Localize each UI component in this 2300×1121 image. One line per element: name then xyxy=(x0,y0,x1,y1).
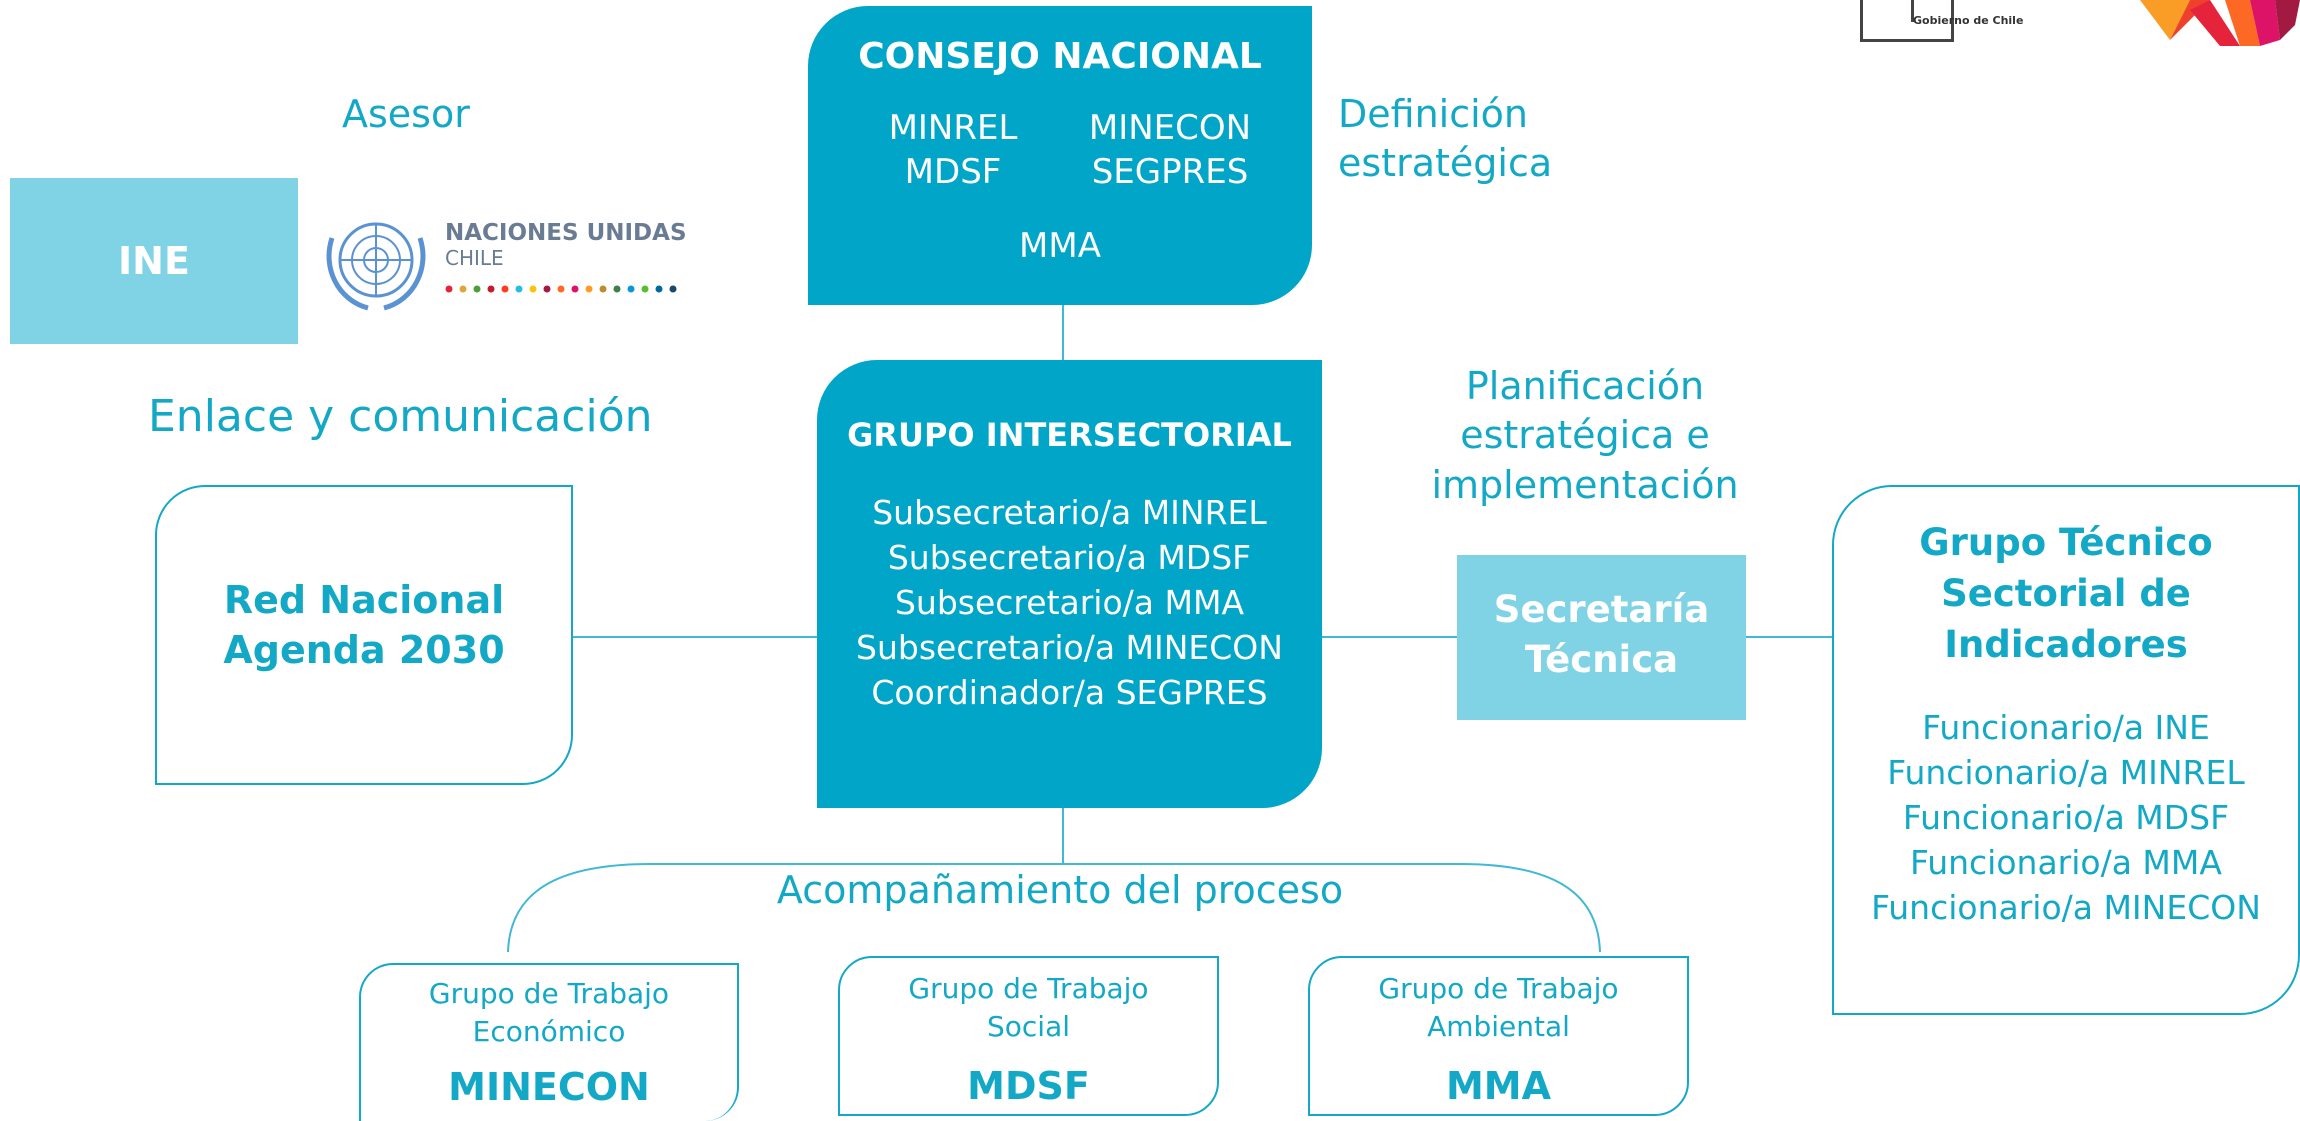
working-group-economico: Grupo de Trabajo Económico MINECON xyxy=(359,963,739,1121)
grupo-member: Subsecretario/a MDSF xyxy=(887,538,1252,577)
planificacion-label: Planificación estratégica e implementaci… xyxy=(1400,362,1770,510)
grupo-intersectorial-box: GRUPO INTERSECTORIAL Subsecretario/a MIN… xyxy=(817,360,1322,808)
connector-grupo-secretaria xyxy=(1322,636,1457,638)
planificacion-line: estratégica e xyxy=(1460,413,1710,458)
consejo-nacional-box: CONSEJO NACIONAL MINREL MINECON MDSF SEG… xyxy=(808,6,1312,305)
consejo-title: CONSEJO NACIONAL xyxy=(858,36,1262,77)
grupo-member: Coordinador/a SEGPRES xyxy=(871,673,1268,712)
grupo-tecnico-title: Grupo Técnico Sectorial de Indicadores xyxy=(1834,517,2298,670)
un-name: NACIONES UNIDAS xyxy=(445,220,687,246)
ine-label: INE xyxy=(118,239,190,283)
working-group-ambiental: Grupo de Trabajo Ambiental MMA xyxy=(1308,956,1689,1116)
gov-logo-text: Gobierno de Chile xyxy=(1913,14,2024,27)
grupo-tecnico-member: Funcionario/a MINREL xyxy=(1887,753,2245,792)
planificacion-line: implementación xyxy=(1431,462,1739,507)
connector-consejo-grupo xyxy=(1062,305,1064,360)
connector-grupo-acompanamiento xyxy=(1062,808,1064,864)
red-nacional-line: Red Nacional xyxy=(223,578,505,622)
grupo-intersectorial-members: Subsecretario/a MINREL Subsecretario/a M… xyxy=(817,490,1322,715)
working-group-label-line: Grupo de Trabajo xyxy=(1378,972,1619,1005)
consejo-member: MDSF xyxy=(904,152,1002,192)
acompanamiento-arc xyxy=(507,863,1601,953)
working-group-label-line: Ambiental xyxy=(1427,1010,1570,1043)
grupo-tecnico-members: Funcionario/a INE Funcionario/a MINREL F… xyxy=(1834,705,2298,930)
working-group-label-line: Económico xyxy=(472,1015,626,1048)
grupo-tecnico-member: Funcionario/a MMA xyxy=(1910,843,2222,882)
un-country: CHILE xyxy=(445,246,504,270)
consejo-member: SEGPRES xyxy=(1091,152,1249,192)
grupo-member: Subsecretario/a MMA xyxy=(894,583,1245,622)
working-group-label: Grupo de Trabajo Social xyxy=(840,970,1217,1046)
connector-secretaria-tecnico xyxy=(1746,636,1832,638)
definicion-line: Definición xyxy=(1338,92,1528,136)
secretaria-line: Secretaría xyxy=(1493,588,1710,631)
grupo-member: Subsecretario/a MINECON xyxy=(856,628,1283,667)
working-group-ministry: MDSF xyxy=(967,1064,1090,1108)
working-group-label: Grupo de Trabajo Ambiental xyxy=(1310,970,1687,1046)
grupo-tecnico-member: Funcionario/a MINECON xyxy=(1871,888,2261,927)
grupo-tecnico-line: Indicadores xyxy=(1944,623,2188,666)
un-dots-icon xyxy=(445,285,677,293)
asesor-label: Asesor xyxy=(342,92,470,136)
definicion-label: Definición estratégica xyxy=(1338,90,1552,189)
un-logo: NACIONES UNIDAS CHILE xyxy=(318,208,688,312)
secretaria-title: Secretaría Técnica xyxy=(1457,585,1746,685)
enlace-label: Enlace y comunicación xyxy=(148,391,653,442)
sdg-wheel-icon xyxy=(2140,0,2300,46)
secretaria-line: Técnica xyxy=(1524,638,1679,681)
working-group-ministry: MINECON xyxy=(448,1065,650,1109)
working-group-label-line: Grupo de Trabajo xyxy=(428,977,670,1010)
red-nacional-line: Agenda 2030 xyxy=(223,628,505,672)
working-group-social: Grupo de Trabajo Social MDSF xyxy=(838,956,1219,1116)
working-group-ministry: MMA xyxy=(1445,1064,1552,1108)
chile-gov-logo-stripe xyxy=(1911,0,1914,22)
grupo-tecnico-box: Grupo Técnico Sectorial de Indicadores F… xyxy=(1832,485,2300,1015)
grupo-tecnico-line: Sectorial de xyxy=(1941,572,2191,615)
acompanamiento-label: Acompañamiento del proceso xyxy=(760,866,1360,916)
working-group-label-line: Social xyxy=(986,1010,1070,1043)
grupo-member: Subsecretario/a MINREL xyxy=(872,493,1267,532)
working-group-label: Grupo de Trabajo Económico xyxy=(361,975,737,1051)
grupo-tecnico-line: Grupo Técnico xyxy=(1919,521,2213,564)
ine-box: INE xyxy=(10,178,298,344)
grupo-tecnico-member: Funcionario/a INE xyxy=(1922,708,2210,747)
chile-gov-logo-icon: Gobierno de Chile xyxy=(1860,0,2023,42)
planificacion-line: Planificación xyxy=(1465,364,1705,408)
grupo-tecnico-member: Funcionario/a MDSF xyxy=(1902,798,2230,837)
un-emblem-icon xyxy=(326,222,426,311)
consejo-member: MINECON xyxy=(1088,108,1252,148)
consejo-member: MMA xyxy=(1019,226,1101,266)
connector-red-grupo xyxy=(573,636,817,638)
secretaria-tecnica-box: Secretaría Técnica xyxy=(1457,555,1746,720)
definicion-line: estratégica xyxy=(1338,141,1553,186)
red-nacional-box: Red Nacional Agenda 2030 xyxy=(155,485,573,785)
working-group-label-line: Grupo de Trabajo xyxy=(908,972,1149,1005)
consejo-member: MINREL xyxy=(888,108,1018,148)
grupo-intersectorial-title: GRUPO INTERSECTORIAL xyxy=(847,416,1292,454)
red-nacional-title: Red Nacional Agenda 2030 xyxy=(157,575,571,675)
